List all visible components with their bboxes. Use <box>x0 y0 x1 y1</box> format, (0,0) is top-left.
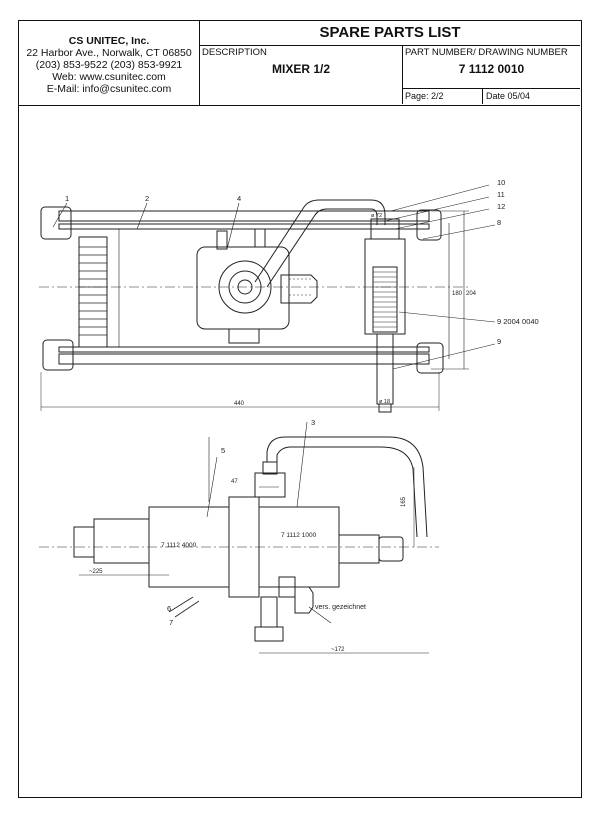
motor-cylinder <box>364 218 406 413</box>
company-address: 22 Harbor Ave., Norwalk, CT 06850 <box>26 47 192 59</box>
part-number-label: PART NUMBER/ DRAWING NUMBER <box>405 47 568 58</box>
technical-drawing: 1 2 4 10 11 12 8 9 2004 0040 9 440 180 2… <box>39 178 539 654</box>
callout-7: 7 <box>169 618 173 627</box>
dim-180: 180 <box>452 291 463 297</box>
dim-440: 440 <box>234 401 245 407</box>
company-web: Web: www.csunitec.com <box>52 71 166 83</box>
gearbox <box>196 228 318 344</box>
sheet-title: SPARE PARTS LIST <box>200 21 580 46</box>
company-block: CS UNITEC, Inc. 22 Harbor Ave., Norwalk,… <box>19 21 200 105</box>
air-hose <box>254 199 386 288</box>
side-view <box>39 421 439 654</box>
drawing-sheet: CS UNITEC, Inc. 22 Harbor Ave., Norwalk,… <box>18 20 582 798</box>
dim-d72: ø 72 <box>371 213 382 219</box>
callout-11: 11 <box>497 190 505 199</box>
callout-4: 4 <box>237 194 241 203</box>
callout-9: 9 <box>497 337 501 346</box>
callout-6: 6 <box>167 604 171 613</box>
part-number-value: 7 1112 0010 <box>458 62 525 76</box>
title-block: CS UNITEC, Inc. 22 Harbor Ave., Norwalk,… <box>19 21 580 106</box>
part-label-4000: 7 1112 4000 <box>161 542 197 549</box>
company-name: CS UNITEC, Inc. <box>68 35 150 47</box>
date: Date 05/04 <box>486 91 531 101</box>
top-view <box>39 199 469 413</box>
dim-165: 165 <box>401 496 407 507</box>
dim-d18: ø 18 <box>379 399 390 405</box>
callout-8: 8 <box>497 218 501 227</box>
callout-12: 12 <box>497 202 505 211</box>
callout-10: 10 <box>497 178 505 187</box>
dim-172: ~172 <box>331 647 345 653</box>
callout-9-part: 9 2004 0040 <box>497 317 539 326</box>
dim-204: 204 <box>466 291 477 297</box>
note-vers-gezeichnet: vers. gezeichnet <box>315 604 366 611</box>
callout-5: 5 <box>221 446 225 455</box>
callout-1: 1 <box>65 194 69 203</box>
part-number-cell: PART NUMBER/ DRAWING NUMBER 7 1112 0010 <box>403 46 580 89</box>
description-label: DESCRIPTION <box>202 47 267 58</box>
dim-225: ~225 <box>89 569 103 575</box>
bellows <box>78 236 108 348</box>
callout-3: 3 <box>311 418 315 427</box>
description-cell: DESCRIPTION MIXER 1/2 <box>200 46 403 104</box>
description-value: MIXER 1/2 <box>271 62 331 76</box>
dim-47: 47 <box>231 479 238 485</box>
part-label-1000: 7 1112 1000 <box>281 532 317 539</box>
callout-2: 2 <box>145 194 149 203</box>
company-phones: (203) 853-9522 (203) 853-9921 <box>35 59 183 71</box>
company-email: E-Mail: info@csunitec.com <box>46 83 172 95</box>
leaders-top <box>52 184 496 370</box>
page-number: Page: 2/2 <box>403 89 483 104</box>
